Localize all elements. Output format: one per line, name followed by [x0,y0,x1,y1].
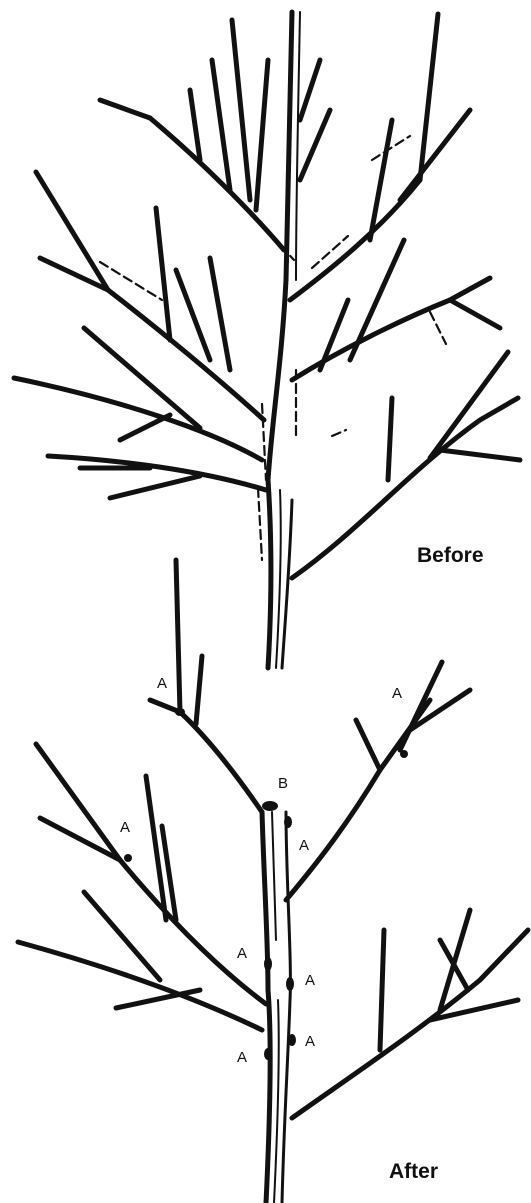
tree-before [14,12,520,668]
marker-b: B [278,775,288,792]
marker-a-trunk-mid-left: A [237,945,247,962]
before-label: Before [417,544,484,567]
marker-a-top-right: A [392,685,402,702]
after-branch-lower-right [292,930,528,1118]
after-label: After [389,1160,438,1183]
tree-after [18,560,528,1203]
marker-a-left-branch: A [120,819,130,836]
before-branch-lower-right [292,398,518,578]
marker-a-trunk-low-right: A [305,1033,315,1050]
marker-a-trunk-upper-right: A [299,837,309,854]
marker-a-trunk-low-left: A [237,1049,247,1066]
before-cut-lines [100,136,446,560]
marker-a-trunk-mid-right: A [305,972,315,989]
marker-a-top-left: A [157,675,167,692]
pruning-markers: A A B A A A A A A [120,675,402,1066]
after-trunk [262,812,270,1203]
